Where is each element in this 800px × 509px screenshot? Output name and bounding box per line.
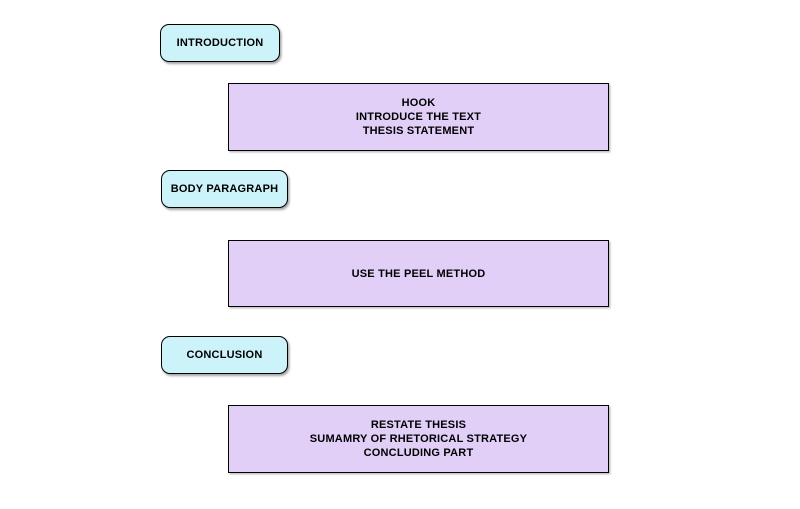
detail-box-introduction: HOOK INTRODUCE THE TEXT THESIS STATEMENT: [228, 83, 609, 151]
detail-line: SUMAMRY OF RHETORICAL STRATEGY: [309, 433, 528, 445]
detail-line: HOOK: [401, 97, 436, 109]
stage-label-body-paragraph: BODY PARAGRAPH: [161, 170, 288, 208]
detail-line: CONCLUDING PART: [363, 447, 474, 459]
stage-label-introduction: INTRODUCTION: [160, 24, 280, 62]
detail-box-conclusion: RESTATE THESIS SUMAMRY OF RHETORICAL STR…: [228, 405, 609, 473]
detail-line: USE THE PEEL METHOD: [351, 267, 486, 280]
detail-line: RESTATE THESIS: [370, 419, 467, 431]
detail-line: THESIS STATEMENT: [362, 125, 475, 137]
detail-line: INTRODUCE THE TEXT: [355, 111, 482, 123]
detail-box-body-paragraph: USE THE PEEL METHOD: [228, 240, 609, 307]
stage-label-conclusion: CONCLUSION: [161, 336, 288, 374]
